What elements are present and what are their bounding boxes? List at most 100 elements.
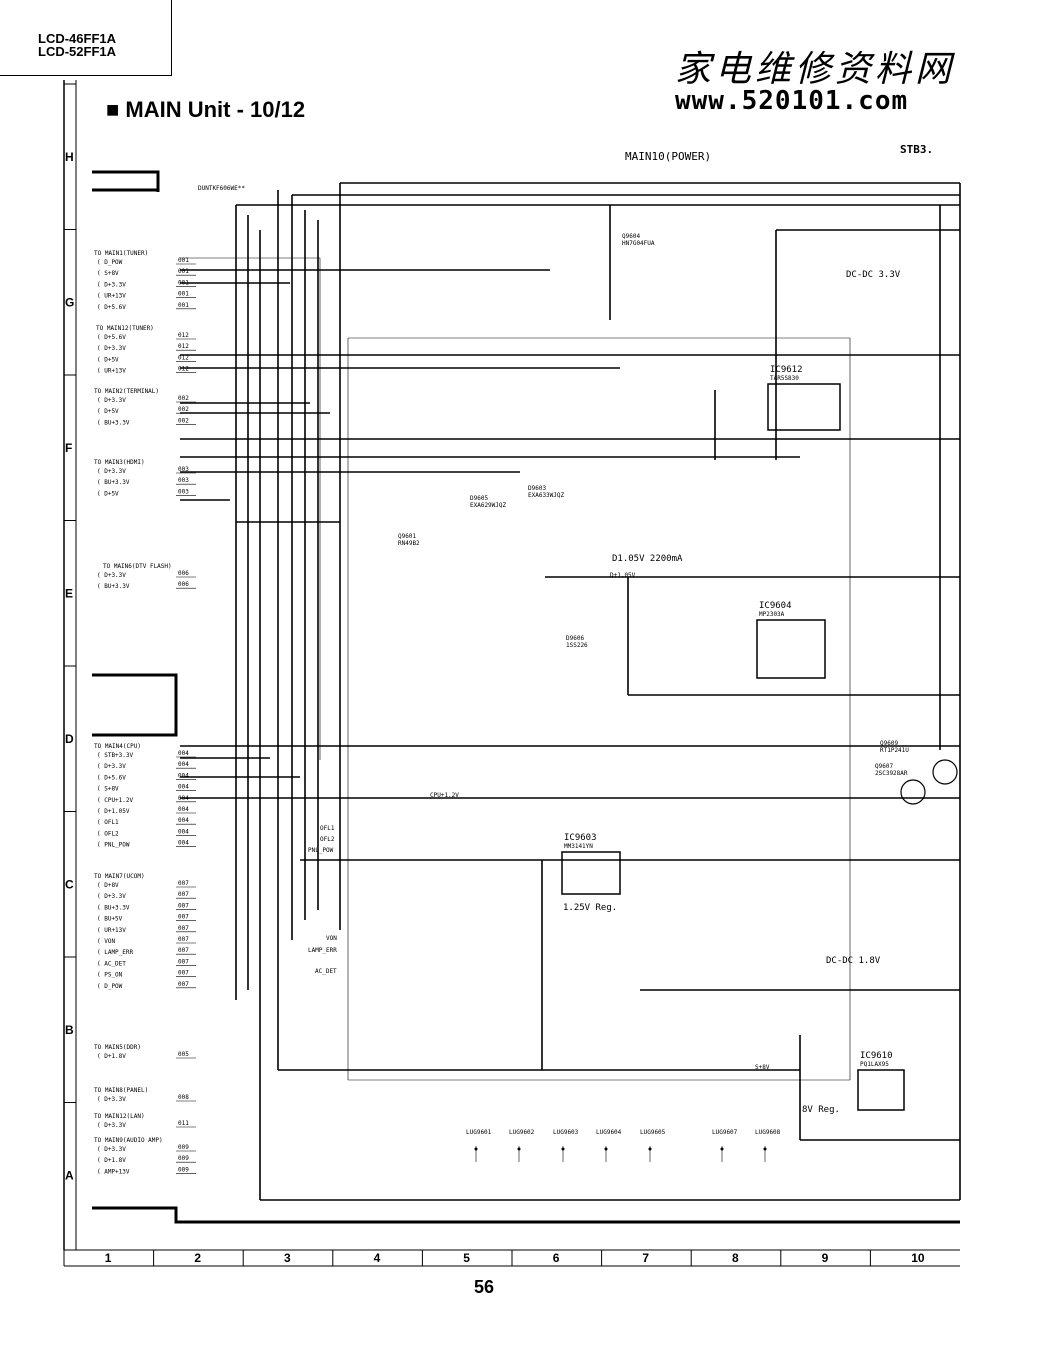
part-number: EXA633WJQZ (528, 492, 565, 499)
connector-pin-label: ( D+5V (97, 356, 119, 363)
grid-column-label: 4 (374, 1251, 381, 1265)
connector-pin-label: ( LAMP_ERR (97, 949, 134, 956)
connector-pin-label: ( D+8V (97, 882, 119, 889)
connector-pin-code: 007 (178, 925, 189, 932)
part-number: RT1P241U (880, 747, 909, 754)
connector-title: TO MAIN9(AUDIO AMP) (94, 1137, 163, 1144)
connector-pin-label: ( CPU+1.2V (97, 797, 134, 804)
ic-ref: IC9612 (770, 365, 803, 375)
connector-pin-code: 004 (178, 806, 189, 813)
connector-pin-code: 007 (178, 936, 189, 943)
connector-title: TO MAIN7(UCOM) (94, 873, 145, 880)
connector-pin-label: ( D+5.6V (97, 774, 126, 781)
connector-pin-code: 001 (178, 268, 189, 275)
block-label: DC-DC 1.8V (826, 956, 881, 966)
connector-pin-label: ( D+1.8V (97, 1053, 126, 1060)
connector-pin-code: 004 (178, 840, 189, 847)
connector-pin-code: 007 (178, 902, 189, 909)
connector-pin-code: 012 (178, 354, 189, 361)
connector-pin-code: 002 (178, 417, 189, 424)
connector-pin-code: 009 (178, 1144, 189, 1151)
connector-pin-code: 004 (178, 817, 189, 824)
connector-title: TO MAIN8(PANEL) (94, 1087, 148, 1094)
grid-column-label: 5 (463, 1251, 470, 1265)
net-label: OFL2 (320, 836, 335, 843)
part-ref: Q9607 (875, 763, 893, 770)
connector-pin-label: ( D+3.3V (97, 345, 126, 352)
net-label: VON (326, 935, 337, 942)
connector-pin-code: 003 (178, 488, 189, 495)
grid-row-label: G (65, 295, 74, 309)
connector-pin-code: 004 (178, 784, 189, 791)
lug-ref: LUG9601 (466, 1129, 492, 1136)
lug-terminal: LUG9605 (640, 1129, 666, 1162)
grid-column-label: 9 (822, 1251, 829, 1265)
connector-pin-label: ( PS_ON (97, 972, 123, 979)
connector-pin-code: 004 (178, 750, 189, 757)
connector-pin-code: 009 (178, 1166, 189, 1173)
connector-title: TO MAIN3(HDMI) (94, 459, 145, 466)
lug-ref: LUG9607 (712, 1129, 738, 1136)
connector-pin-code: 007 (178, 981, 189, 988)
connector-pin-label: ( D+3.3V (97, 893, 126, 900)
part-number: 1SS226 (566, 642, 588, 649)
connector-pin-label: ( D_POW (97, 259, 123, 266)
connector-pin-code: 004 (178, 828, 189, 835)
connector-title: TO MAIN12(LAN) (94, 1113, 145, 1120)
connector-pin-label: ( OFL2 (97, 830, 119, 837)
net-label: OFL1 (320, 825, 335, 832)
part-number: RN49B2 (398, 540, 420, 547)
connector-pin-label: ( BU+5V (97, 916, 123, 923)
ic-part: PQ1LAX95 (860, 1061, 889, 1068)
model-number-1: LCD-46FF1A (38, 31, 117, 46)
connector-pin-label: ( BU+3.3V (97, 419, 130, 426)
block-label: 8V Reg. (802, 1105, 840, 1115)
transistor-symbol (900, 779, 926, 805)
lug-ref: LUG9603 (553, 1129, 579, 1136)
connector-pin-code: 007 (178, 891, 189, 898)
part-number: 2SC3928AR (875, 770, 908, 777)
grid-column-label: 6 (553, 1251, 560, 1265)
connector-pin-code: 004 (178, 795, 189, 802)
connector-pin-label: ( BU+3.3V (97, 479, 130, 486)
connector-pin-code: 004 (178, 772, 189, 779)
grid-column-label: 3 (284, 1251, 291, 1265)
connector-pin-code: 007 (178, 970, 189, 977)
connector-pin-code: 001 (178, 291, 189, 298)
connector-pin-label: ( D+5V (97, 490, 119, 497)
connector-pin-code: 006 (178, 570, 189, 577)
block-label: 1.25V Reg. (563, 903, 617, 913)
ic-part: MP2303A (759, 611, 785, 618)
lug-terminal: LUG9604 (596, 1129, 622, 1162)
connector-pin-label: ( UR+13V (97, 368, 126, 375)
grid-column-label: 10 (911, 1251, 925, 1265)
grid-row-label: D (65, 732, 74, 746)
ic-ref: IC9604 (759, 601, 792, 611)
connector-pin-label: ( D+3.3V (97, 572, 126, 579)
lug-terminal: LUG9601 (466, 1129, 492, 1162)
connector-pin-code: 009 (178, 1155, 189, 1162)
part-ref: D9605 (470, 495, 488, 502)
connector-pin-label: ( D+3.3V (97, 1122, 126, 1129)
grid-column-label: 7 (642, 1251, 649, 1265)
connector-pin-label: ( AC_DET (97, 960, 126, 967)
ic-part: TAR5S830 (770, 375, 799, 382)
connector-title: TO MAIN1(TUNER) (94, 250, 148, 257)
lug-terminal: LUG9603 (553, 1129, 579, 1162)
net-label: S+8V (755, 1064, 770, 1071)
connector-pin-label: ( OFL1 (97, 819, 119, 826)
